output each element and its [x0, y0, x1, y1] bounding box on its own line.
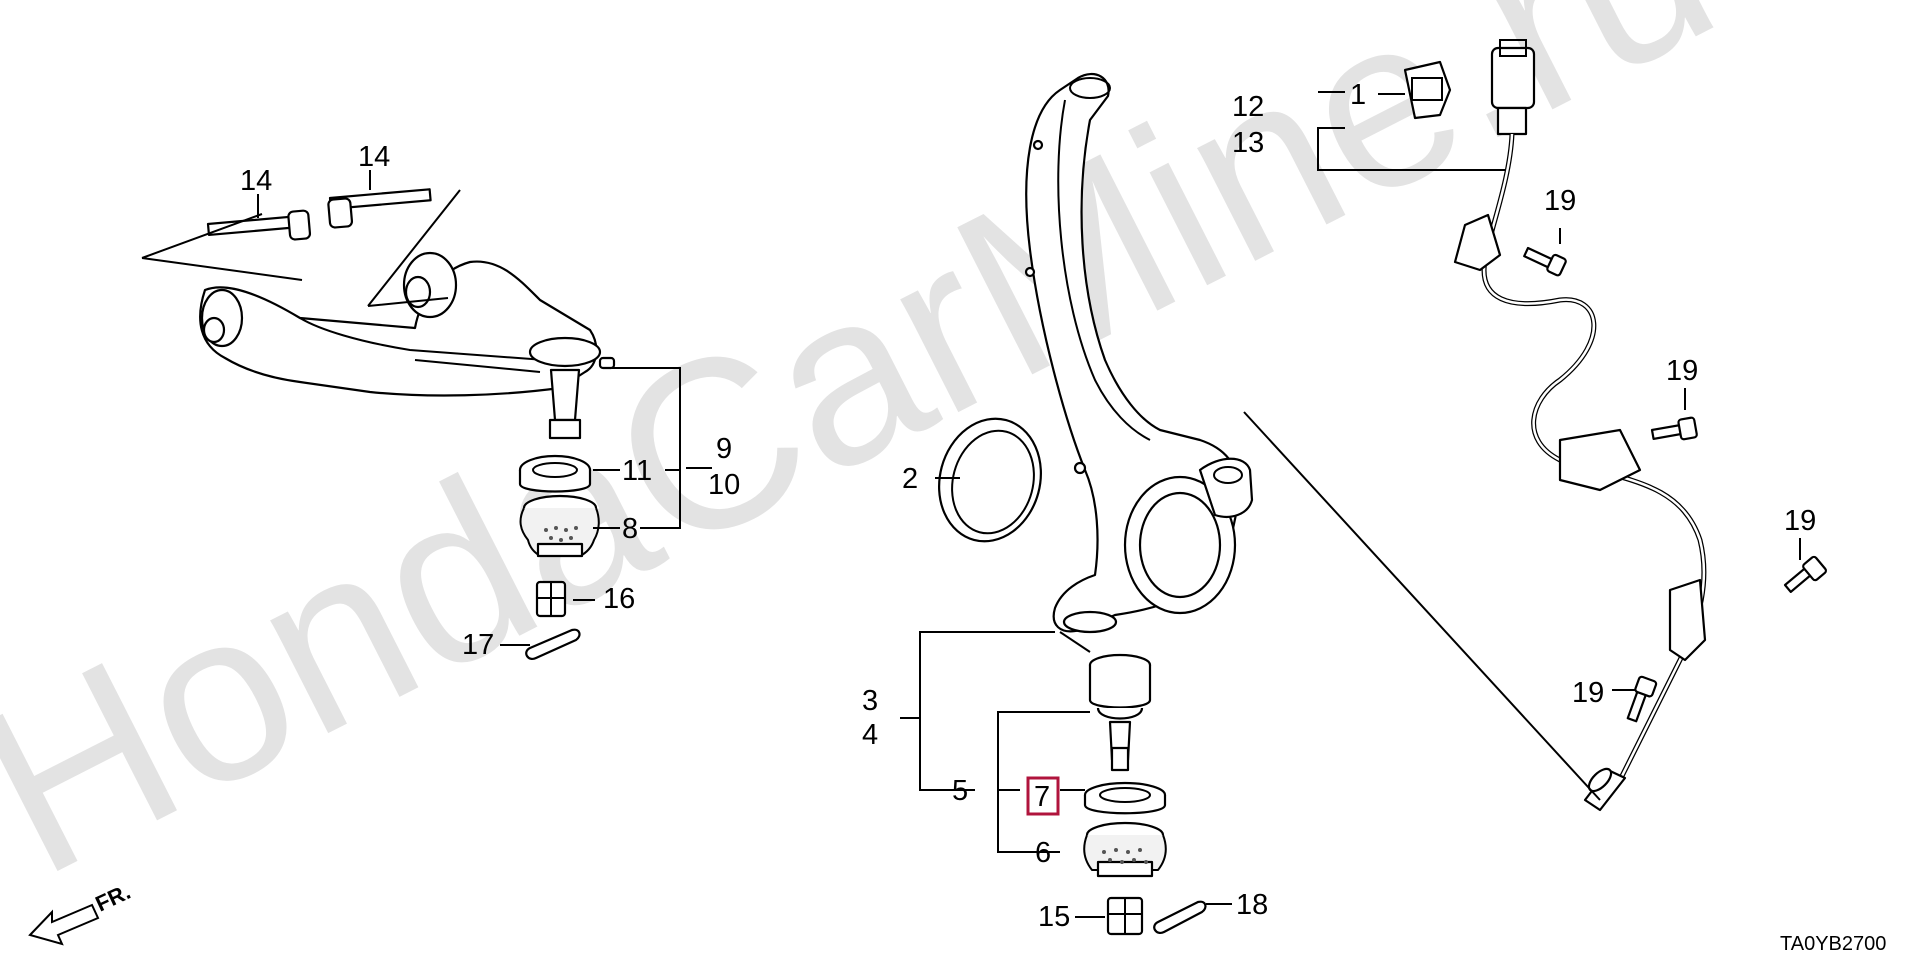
castle-nut-16[interactable]	[535, 580, 567, 618]
knuckle[interactable]	[1024, 72, 1254, 634]
callout-9[interactable]: 9	[716, 433, 732, 465]
callout-16[interactable]: 16	[603, 583, 635, 615]
bolt-14-left	[206, 209, 312, 241]
dust-seal-11[interactable]	[518, 454, 592, 493]
callout-6[interactable]: 6	[1035, 837, 1051, 869]
castle-nut-15[interactable]	[1106, 896, 1144, 936]
callout-2[interactable]: 2	[902, 463, 918, 495]
callout-7[interactable]: 7	[1034, 781, 1050, 813]
callout-11[interactable]: 11	[622, 455, 652, 487]
callout-8[interactable]: 8	[622, 513, 638, 545]
callout-17[interactable]: 17	[462, 629, 494, 661]
callout-14a[interactable]: 14	[240, 165, 272, 197]
cotter-pin-18[interactable]	[1153, 900, 1207, 934]
bolt-19-c[interactable]	[1783, 555, 1827, 593]
highlight-box-7	[1026, 776, 1060, 816]
callout-19a[interactable]: 19	[1544, 185, 1576, 217]
callout-1[interactable]: 1	[1350, 79, 1366, 111]
boot-8[interactable]	[519, 494, 600, 558]
boot-6[interactable]	[1083, 821, 1167, 878]
callout-3[interactable]: 3	[862, 685, 878, 717]
bolt-19-a[interactable]	[1523, 246, 1567, 277]
callout-18[interactable]: 18	[1236, 889, 1268, 921]
callout-19c[interactable]: 19	[1784, 505, 1816, 537]
callout-12[interactable]: 12	[1232, 91, 1264, 123]
abs-sensor-harness[interactable]	[1403, 39, 1707, 812]
dust-seal-7[interactable]	[1083, 781, 1167, 815]
callout-10[interactable]: 10	[708, 469, 740, 501]
callout-4[interactable]: 4	[862, 719, 878, 751]
callout-19b[interactable]: 19	[1666, 355, 1698, 387]
bolt-19-b[interactable]	[1650, 416, 1698, 441]
diagram-code: TA0YB2700	[1780, 933, 1886, 955]
upper-control-arm[interactable]	[141, 188, 616, 440]
dust-ring-2[interactable]	[926, 407, 1055, 553]
bolt-14-right	[327, 188, 432, 229]
watermark: HondaCarMine.ru	[0, 0, 1751, 925]
callout-5[interactable]: 5	[952, 775, 968, 807]
callout-19d[interactable]: 19	[1572, 677, 1604, 709]
callout-13[interactable]: 13	[1232, 127, 1264, 159]
cotter-pin-17[interactable]	[525, 628, 581, 660]
callout-14b[interactable]: 14	[358, 141, 390, 173]
callout-15[interactable]: 15	[1038, 901, 1070, 933]
bolt-19-d[interactable]	[1626, 675, 1658, 723]
ball-joint-5[interactable]	[1088, 653, 1152, 772]
